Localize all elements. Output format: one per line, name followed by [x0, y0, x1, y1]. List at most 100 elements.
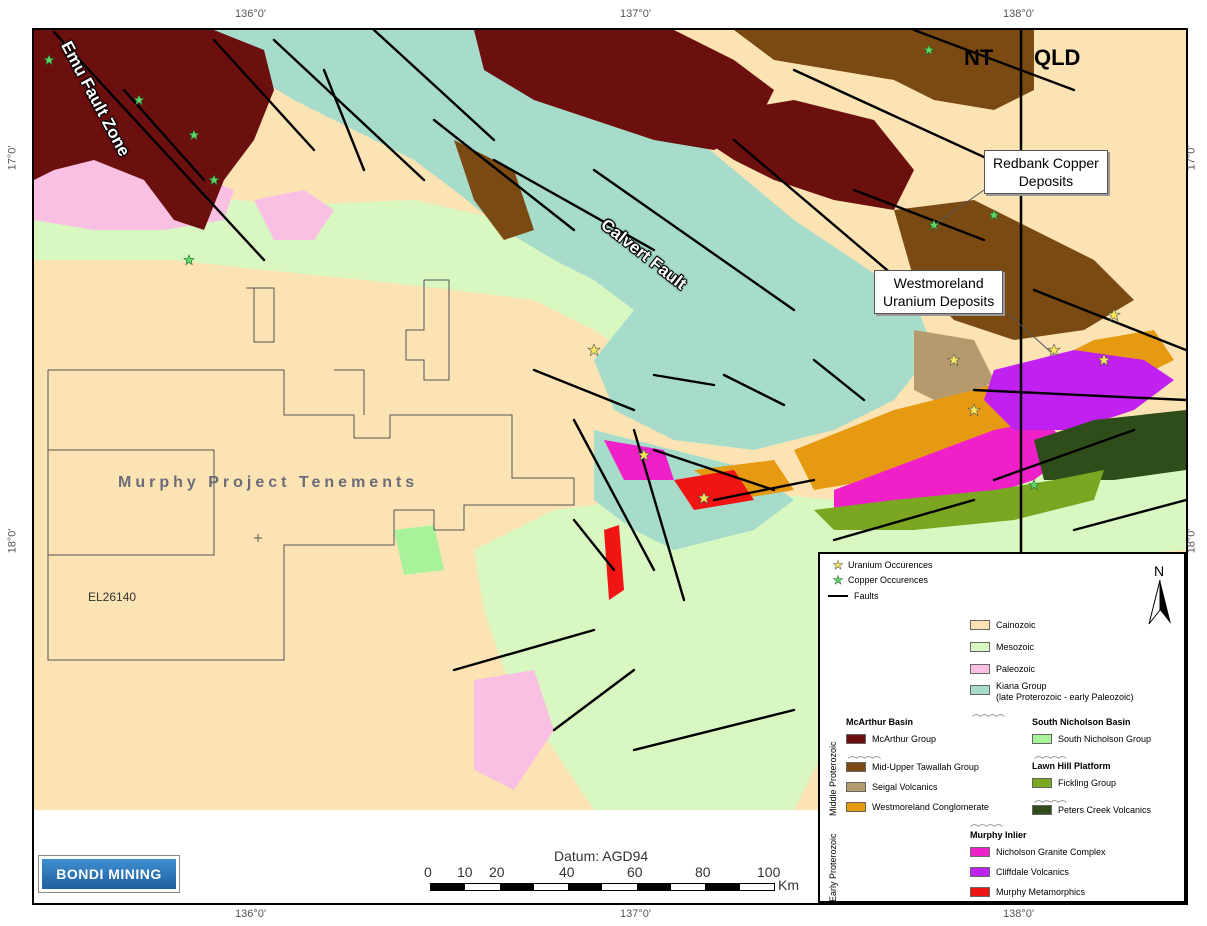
copper-star: [1028, 479, 1040, 491]
copper-star: [188, 129, 200, 141]
lat-label-left-18: 18°0': [6, 528, 19, 554]
cliffdale-volcanics: [984, 350, 1174, 430]
fault-line: [722, 373, 786, 407]
state-label-qld: QLD: [1034, 45, 1081, 70]
westmoreland-callout-line2: Uranium Deposits: [883, 293, 995, 309]
bondi-mining-logo: BONDI MINING: [38, 855, 180, 893]
uranium-star: [587, 343, 601, 357]
north-arrow-icon: N: [1148, 563, 1171, 625]
uranium-star: [637, 448, 651, 462]
fault-line: [452, 628, 596, 672]
fault-line: [432, 118, 576, 232]
scale-tick: 80: [695, 864, 711, 880]
fault-line: [1072, 498, 1186, 532]
scale-tick: 0: [424, 864, 432, 880]
fault-line: [972, 388, 1186, 402]
fault-line: [272, 38, 426, 182]
fault-line: [122, 88, 206, 182]
copper-star: [988, 209, 1000, 221]
legend-uranium: ★ Uranium Occurences: [832, 558, 933, 572]
north-letter: N: [1154, 563, 1164, 579]
legend-paleozoic: Paleozoic: [970, 664, 1035, 674]
legend-heading-south-nicholson: South Nicholson Basin: [1032, 717, 1131, 727]
scale-unit: Km: [778, 877, 799, 893]
unconformity-symbol: ︵︵︵︵: [848, 750, 881, 760]
copper-star: [183, 254, 195, 266]
fault-line: [712, 478, 816, 502]
swatch-south-nicholson: [1032, 734, 1052, 744]
uranium-star: [967, 403, 981, 417]
tenement-inner-2: [246, 287, 275, 343]
copper-star: [208, 174, 220, 186]
westmoreland-leader: [1003, 309, 1055, 356]
legend-heading-lawn-hill: Lawn Hill Platform: [1032, 761, 1111, 771]
scale-tick: 100: [757, 864, 781, 880]
legend-tawallah: Mid-Upper Tawallah Group: [846, 762, 979, 772]
copper-star: [923, 44, 935, 56]
el-label: EL26140: [88, 590, 137, 604]
uranium-star: [947, 353, 961, 367]
tenement-outline: [47, 369, 575, 661]
legend-kiana: Kiana Group (late Proterozoic - early Pa…: [970, 681, 1134, 703]
redbank-leader: [933, 189, 985, 226]
redbank-callout-line1: Redbank Copper: [993, 155, 1099, 171]
swatch-paleozoic: [970, 664, 990, 674]
unconformity-symbol: ︵︵︵︵: [1034, 794, 1067, 804]
lon-label-bottom-137: 137°0': [620, 908, 651, 920]
fault-line: [552, 668, 636, 732]
nicholson-granite: [834, 420, 1074, 510]
swatch-fickling: [1032, 778, 1052, 788]
scale-bar: [430, 883, 775, 891]
datum-label: Datum: AGD94: [554, 848, 649, 864]
copper-star: [928, 219, 940, 231]
tenement-cross-marker: [254, 534, 262, 542]
lon-label-top-138: 138°0': [1003, 8, 1034, 20]
fault-line: [532, 368, 636, 412]
scale-tick: 10: [457, 864, 473, 880]
lon-label-top-137: 137°0': [620, 8, 651, 20]
lon-label-bottom-138: 138°0': [1003, 908, 1034, 920]
legend-nicholson-granite: Nicholson Granite Complex: [970, 847, 1106, 857]
fault-line: [812, 358, 866, 402]
swatch-mesozoic: [970, 642, 990, 652]
lon-label-bottom-136: 136°0': [235, 908, 266, 920]
unconformity-symbol: ︵︵︵︵: [970, 818, 1003, 828]
swatch-peters-creek: [1032, 805, 1052, 815]
fault-line: [652, 448, 776, 492]
peters-creek: [1034, 410, 1186, 480]
legend-heading-mcarthur: McArthur Basin: [846, 717, 914, 727]
paleozoic-mid: [254, 190, 334, 240]
swatch-murphy-meta: [970, 887, 990, 897]
fault-line: [572, 518, 616, 572]
scale-tick-labels: 0 10 20 40 60 80 100: [424, 864, 804, 882]
legend-cainozoic: Cainozoic: [970, 620, 1036, 630]
fault-line: [832, 498, 976, 542]
tenement-inner-1: [48, 449, 215, 556]
copper-star: [133, 94, 145, 106]
redbank-callout-line2: Deposits: [1018, 173, 1074, 189]
westmoreland-callout: Westmoreland Uranium Deposits: [874, 270, 1004, 314]
swatch-mcarthur: [846, 734, 866, 744]
logo-text: BONDI MINING: [42, 859, 176, 889]
legend-peters-creek: Peters Creek Volcanics: [1032, 805, 1151, 815]
swatch-nicholson-granite: [970, 847, 990, 857]
faults: [52, 30, 1186, 752]
legend-seigal: Seigal Volcanics: [846, 782, 938, 792]
tenement-inner-3: [405, 279, 450, 381]
mcarthur-central: [674, 100, 914, 210]
uranium-star: [1097, 353, 1111, 367]
swatch-tawallah: [846, 762, 866, 772]
fault-line: [212, 38, 316, 152]
fault-line: [492, 158, 656, 252]
tawallah-ridge: [454, 140, 534, 240]
fault-line: [322, 68, 366, 172]
map-frame: NT QLD Emu Fault Zone Calvert Fault Redb…: [32, 28, 1188, 905]
murphy-meta-south: [604, 525, 624, 600]
legend-faults: Faults: [828, 591, 879, 601]
kiana-group: [214, 30, 934, 450]
legend-fickling: Fickling Group: [1032, 778, 1116, 788]
fault-line: [632, 708, 796, 752]
legend-south-nicholson-group: South Nicholson Group: [1032, 734, 1151, 744]
copper-star: [43, 54, 55, 66]
copper-star-icon: ★: [832, 573, 844, 587]
